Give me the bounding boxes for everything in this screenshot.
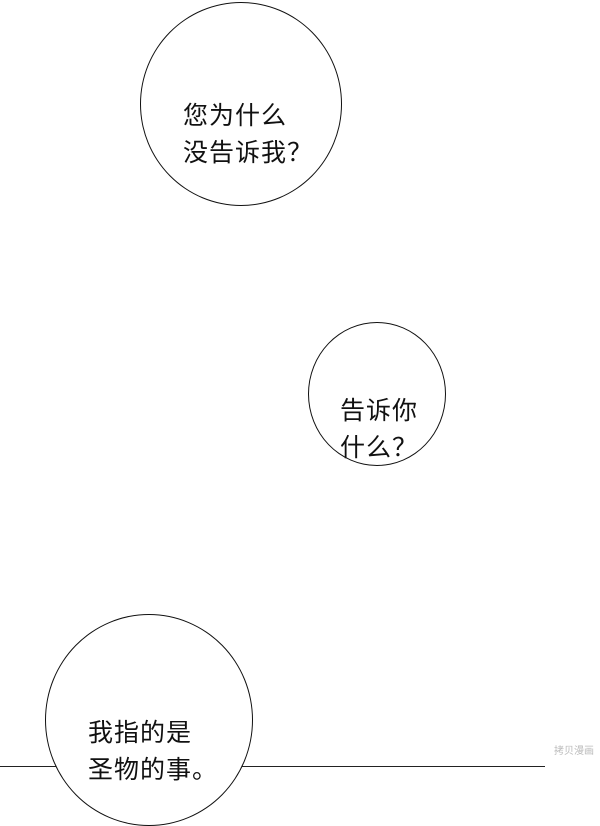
bubble-1-line-1: 您为什么 [183,101,288,130]
speech-bubble-2 [308,322,446,466]
bubble-2-line-2: 什么？ [340,433,419,462]
speech-bubble-1 [140,2,342,206]
bubble-2-text: 告诉你什么？ [340,355,418,466]
watermark: 拷贝漫画 [554,746,594,757]
bubble-1-text: 您为什么没告诉我？ [183,60,313,171]
bubble-2-line-1: 告诉你 [340,396,419,425]
bubble-3-line-1: 我指的是 [88,718,193,747]
bubble-1-line-2: 没告诉我？ [183,138,314,167]
bubble-3-line-2: 圣物的事。 [88,755,219,784]
bubble-3-text: 我指的是圣物的事。 [88,677,218,788]
